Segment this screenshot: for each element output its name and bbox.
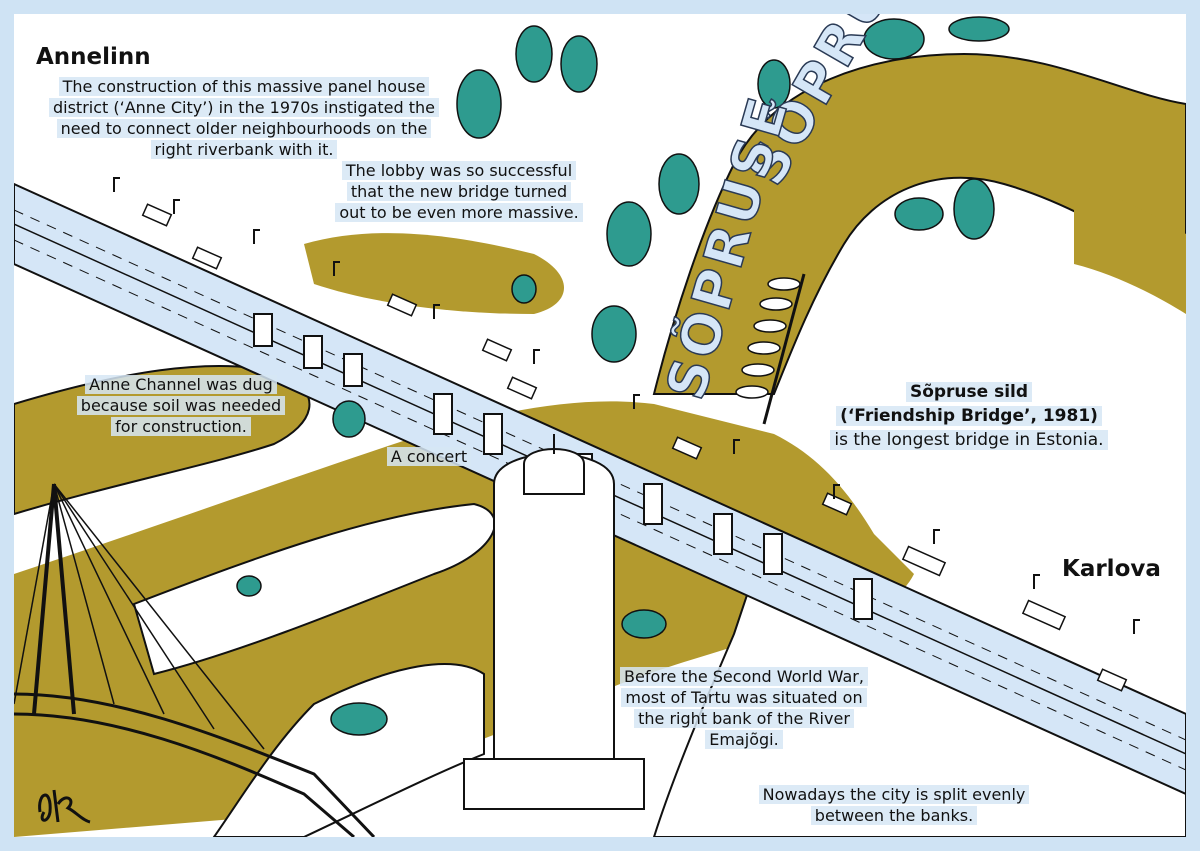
now-note: Nowadays the city is split evenly betwee… <box>754 784 1034 826</box>
trees <box>236 16 1010 736</box>
illustrated-map <box>14 16 1186 837</box>
lobby-note: The lobby was so successful that the new… <box>334 160 584 223</box>
artist-signature <box>38 789 91 824</box>
ww2-note: Before the Second World War, most of Tar… <box>614 666 874 750</box>
footbridge <box>14 483 376 837</box>
bridge-info: Sõpruse sild (‘Friendship Bridge’, 1981)… <box>814 380 1124 452</box>
karlova-heading: Karlova <box>1062 556 1161 582</box>
bridge-subtitle: (‘Friendship Bridge’, 1981) <box>836 406 1102 426</box>
map-frame: SÕPRUSE SÕPRUSE Annelinn The constructio… <box>14 14 1186 837</box>
bridge-name: Sõpruse sild <box>905 382 1033 402</box>
concert-label: A concert <box>374 446 484 467</box>
right-bank-strip <box>1074 184 1186 314</box>
tall-tower <box>463 434 645 810</box>
bridge-fact: is the longest bridge in Estonia. <box>830 430 1108 450</box>
bridge-cars <box>141 203 1128 692</box>
lamp-posts <box>113 177 1140 634</box>
white-bank-lower <box>212 663 485 837</box>
annelinn-note: The construction of this massive panel h… <box>44 76 444 160</box>
upper-bank <box>304 233 564 314</box>
white-bank <box>132 502 496 676</box>
annelinn-heading: Annelinn <box>36 44 151 70</box>
channel-note: Anne Channel was dug because soil was ne… <box>76 374 286 437</box>
boats <box>735 273 806 425</box>
